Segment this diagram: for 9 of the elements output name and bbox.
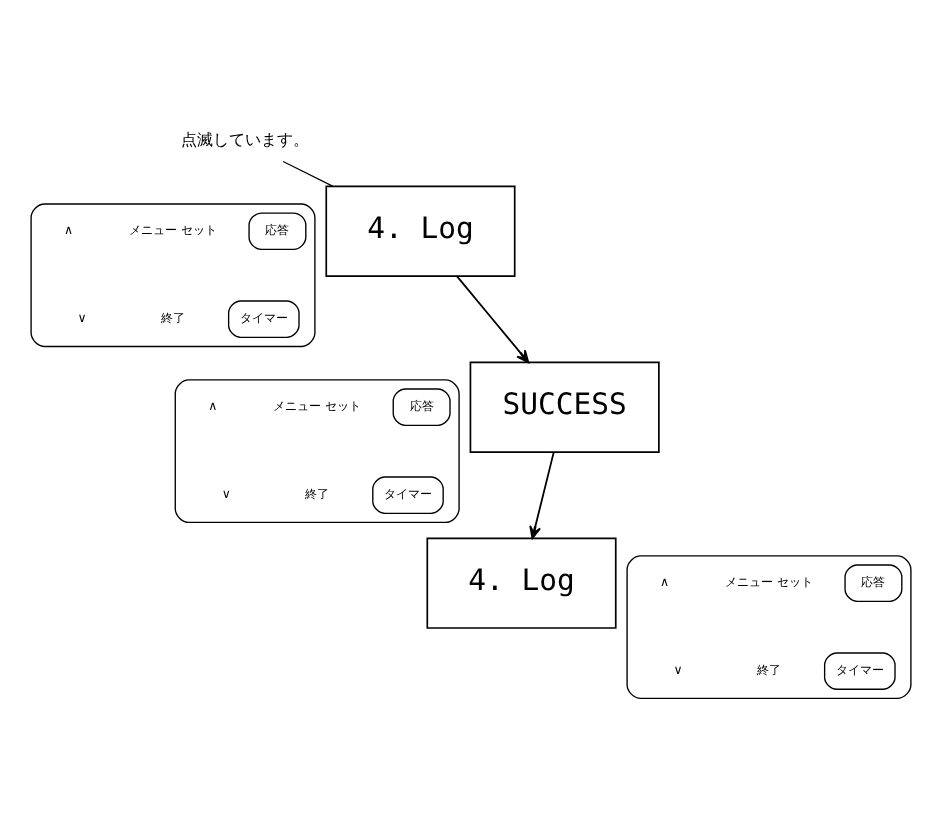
node-box: SUCCESS — [469, 361, 660, 453]
node-box: 4. Log — [325, 185, 516, 277]
cluster — [626, 555, 912, 700]
node-box: 4. Log — [426, 537, 617, 629]
connector — [282, 160, 334, 187]
cluster — [30, 203, 316, 348]
cluster — [174, 379, 460, 524]
arrow — [529, 451, 555, 540]
arrow — [455, 275, 530, 364]
